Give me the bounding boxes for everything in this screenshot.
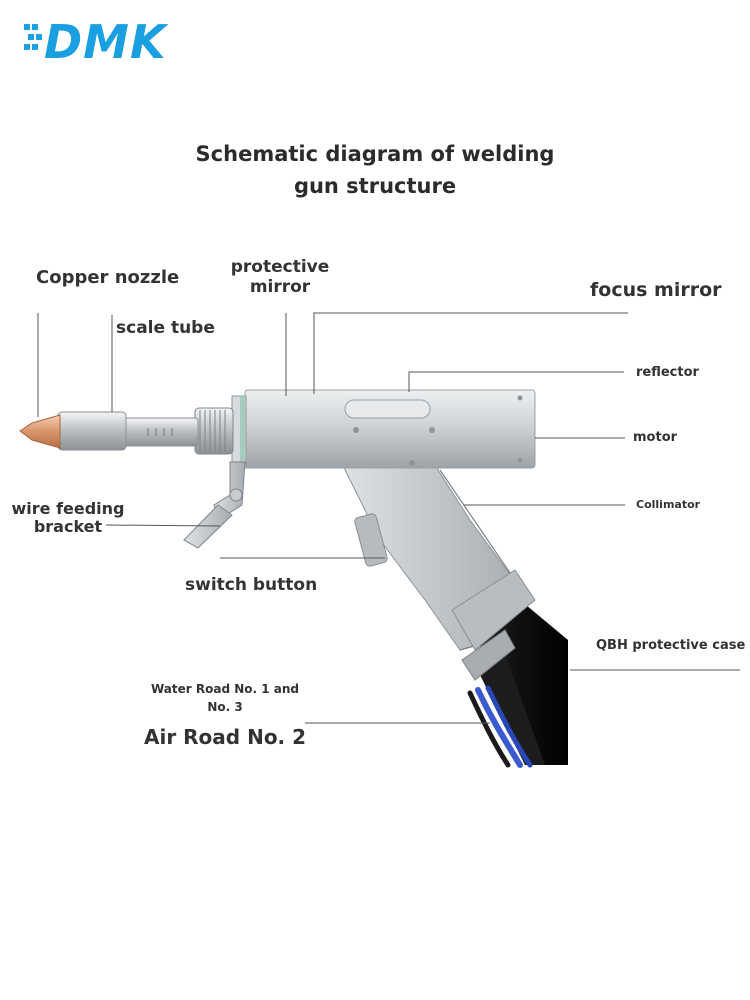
label-water-road-line-2: No. 3 [207,700,243,714]
label-water-road-line-1: Water Road No. 1 and [150,682,299,696]
label-collimator: Collimator [636,498,701,511]
logo-dots-icon [24,24,42,50]
label-protective-mirror-line-1: protective [230,257,330,277]
gun-handle [339,424,536,681]
label-reflector: reflector [636,365,699,380]
hoses [467,685,533,768]
label-wire-feeding-bracket: wire feeding bracket [8,499,128,537]
gun-head [244,389,536,469]
logo-text: DMK [44,15,169,68]
label-protective-mirror-line-2: mirror [249,276,311,297]
label-qbh-protective-case: QBH protective case [596,638,746,653]
label-copper-nozzle: Copper nozzle [36,267,180,288]
label-air-road: Air Road No. 2 [144,725,307,749]
label-protective-mirror: protective mirror [222,257,338,297]
knurled-nut [194,407,234,455]
label-water-road: Water Road No. 1 and No. 3 [140,680,310,716]
logo-mark: DMK [24,15,169,68]
wire-feeding-bracket-shape [183,461,246,549]
leader-lines [37,312,740,724]
scale-tube-shape [57,411,199,451]
copper-nozzle-shape [19,414,61,449]
label-wire-feeding-line-1: wire feeding [11,499,125,518]
diagram-title-line-2: gun structure [293,174,457,198]
label-focus-mirror: focus mirror [590,279,722,301]
diagram-title-line-1: Schematic diagram of welding [195,142,555,166]
label-switch-button: switch button [185,575,318,595]
label-scale-tube: scale tube [116,318,215,338]
switch-button-shape [354,513,388,567]
label-wire-feeding-line-2: bracket [33,517,103,537]
label-motor: motor [633,430,678,445]
